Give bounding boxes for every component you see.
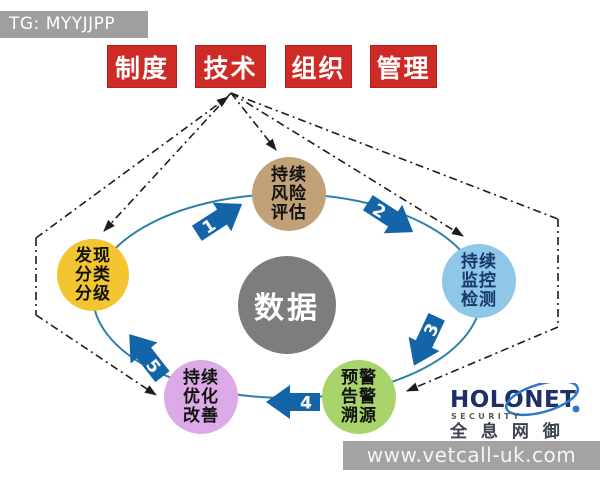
connector-right-diagonal	[230, 92, 559, 220]
step-arrow-3: 3	[398, 309, 453, 373]
step-number-4: 4	[300, 394, 312, 414]
node-text-line: 持续	[461, 251, 497, 272]
step-arrow-5: 5	[115, 323, 176, 388]
logo-orbit-icon	[504, 383, 580, 417]
node-text-line: 持续	[183, 367, 219, 388]
connector-to-risk-node	[230, 92, 277, 151]
node-text-line: 改善	[183, 405, 219, 426]
node-text-line: 溯源	[341, 405, 377, 426]
step-arrow-4: 4	[266, 385, 320, 419]
pillar-box-system: 制度	[107, 45, 177, 88]
node-continuous-monitor-detect: 持续 监控 检测	[442, 244, 516, 318]
website-watermark-banner: www.vetcall-uk.com	[343, 441, 600, 470]
center-data-circle: 数据	[238, 256, 336, 354]
node-discover-classify-grade: 发现 分类 分级	[57, 239, 129, 311]
pillar-box-organization: 组织	[285, 45, 352, 88]
holonet-logo: HOLONET SECURITY 全 息 网 御	[449, 383, 580, 440]
node-continuous-risk-assessment: 持续 风险 评估	[252, 157, 326, 231]
connector-up-to-technology	[35, 96, 229, 239]
logo-subtitle: SECURITY	[451, 412, 522, 421]
connector-to-discover-node	[103, 92, 232, 232]
step-arrow-2: 2	[358, 188, 423, 247]
dashed-connectors	[35, 92, 559, 396]
connector-to-optimize-node	[35, 314, 157, 396]
node-text-line: 预警	[341, 367, 377, 388]
node-text-line: 告警	[341, 386, 377, 407]
node-text-line: 持续	[271, 164, 307, 185]
tg-watermark-banner: TG: MYYJJPP	[0, 11, 148, 38]
pillar-box-management: 管理	[370, 45, 437, 88]
node-text-line: 发现	[75, 245, 111, 266]
step-arrow-1: 1	[187, 189, 252, 248]
logo-wordmark: HOLONET	[450, 387, 576, 413]
logo-chinese-name: 全 息 网 御	[449, 421, 564, 440]
node-text-line: 优化	[183, 386, 219, 407]
center-data-label: 数据	[254, 291, 320, 326]
node-text-line: 分类	[75, 264, 111, 285]
step-arrows: 1 2 3 4 5	[115, 188, 453, 419]
node-continuous-optimize-improve: 持续 优化 改善	[164, 360, 238, 434]
node-text-line: 评估	[271, 202, 307, 223]
node-text-line: 风险	[271, 183, 307, 204]
node-text-line: 分级	[75, 283, 111, 304]
node-text-line: 监控	[461, 270, 497, 291]
node-text-line: 检测	[461, 289, 497, 310]
node-warn-alert-traceback: 预警 告警 溯源	[322, 360, 396, 434]
pillar-box-technology: 技术	[195, 45, 266, 88]
